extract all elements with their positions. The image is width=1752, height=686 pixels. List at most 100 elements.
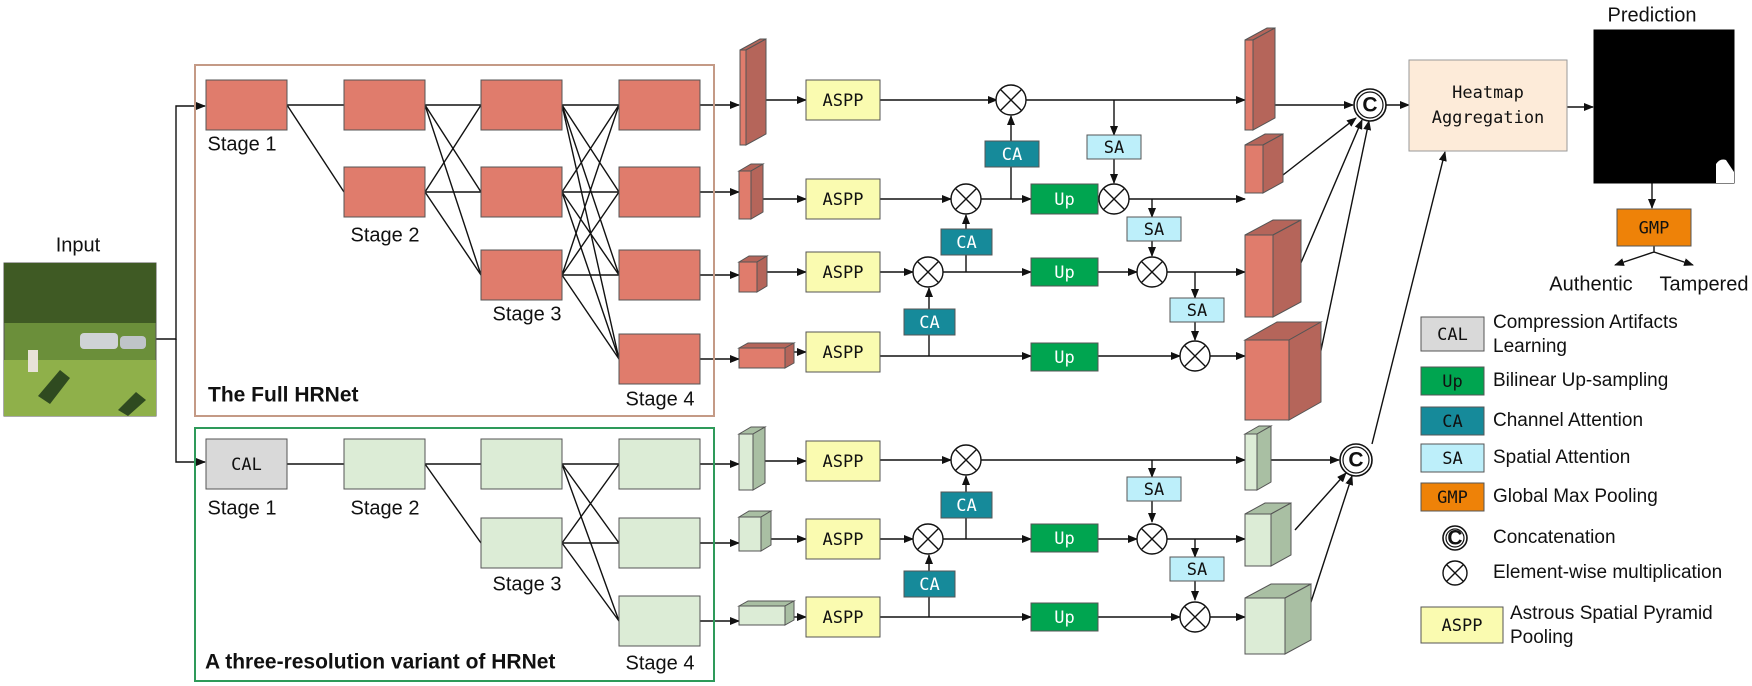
hrnet-block-s1-r1 <box>205 79 288 131</box>
input-image-foliage <box>4 263 156 323</box>
variant-output-2-front <box>1244 513 1272 567</box>
variant-aspp-2 <box>805 518 881 560</box>
var-sa-1-label: SA <box>1144 480 1164 500</box>
full-sa-3-label: SA <box>1187 301 1207 321</box>
variant-feature-1-front <box>738 433 754 491</box>
concat-label: C <box>1348 449 1363 472</box>
authentic-label: Authentic <box>1549 273 1632 295</box>
full-ca-3-label: CA <box>919 313 939 333</box>
var-ca-1-label: CA <box>956 496 976 516</box>
variant-block-s4-r1 <box>618 438 701 490</box>
var-sa-2 <box>1169 556 1225 582</box>
full-feature-4-side <box>784 342 795 369</box>
full-sa-1-label: SA <box>1104 138 1124 158</box>
top-link-1-2 <box>424 191 482 276</box>
full-stage3-label: Stage 3 <box>493 303 562 325</box>
legend-item-3-key: CA <box>1442 412 1462 432</box>
full-feature-1-side <box>745 38 767 146</box>
input-image-car <box>80 333 118 349</box>
variant-output-1-front <box>1244 433 1258 491</box>
variant-feature-1-side <box>752 426 766 491</box>
hrnet-block-s4-r3 <box>618 249 701 301</box>
full-aspp-4 <box>805 331 881 373</box>
multiply-cross <box>917 261 939 283</box>
legend-item-4-key: SA <box>1442 449 1462 469</box>
concat-inner <box>1445 528 1465 548</box>
full-feature-2-front <box>738 170 752 220</box>
hrnet-block-s4-r4 <box>618 333 701 385</box>
var-sa-1 <box>1126 476 1182 502</box>
var-link-0-1 <box>424 463 482 544</box>
var-ca-1 <box>940 491 993 519</box>
legend-item-2-key: Up <box>1442 372 1462 392</box>
var-up-2 <box>1030 602 1099 632</box>
variant-stage2-label: Stage 2 <box>351 497 420 519</box>
full-sa-3 <box>1169 297 1225 323</box>
prediction-mask-region <box>1716 159 1734 183</box>
full-stage1-label: Stage 1 <box>208 133 277 155</box>
top-link-2-3 <box>561 274 620 360</box>
legend-item-1-key: CAL <box>1437 325 1468 345</box>
full-feature-3-side <box>756 255 768 293</box>
multiply-cross <box>955 449 977 471</box>
full-up-1-label: Up <box>1054 190 1074 210</box>
full-feature-1-front <box>739 49 747 146</box>
full-sa-1 <box>1086 134 1142 160</box>
variant-block-s4-r2 <box>618 517 701 569</box>
var-out2-to-concat <box>1294 472 1347 531</box>
var-up-1 <box>1030 523 1099 553</box>
top-link-0-1 <box>286 104 345 193</box>
top-link-0-3 <box>561 104 620 360</box>
legend-item-5-swatch <box>1420 482 1485 512</box>
full-aspp-3 <box>805 251 881 293</box>
variant-concat <box>1339 443 1373 477</box>
input-image-figure <box>28 350 38 372</box>
var-out3-to-concat <box>1309 475 1354 606</box>
concat-inner <box>1342 446 1370 474</box>
variant-stage1-label: Stage 1 <box>208 497 277 519</box>
full-ca-2 <box>940 228 993 256</box>
variant-aspp-1 <box>805 440 881 482</box>
variant-block-s2-r1 <box>343 438 426 490</box>
full-output-2-front <box>1244 144 1264 194</box>
variant-feature-2-side <box>760 510 772 552</box>
multiply-cross <box>1103 188 1125 210</box>
full-output-1-side <box>1252 27 1276 131</box>
full-ca-2-label: CA <box>956 233 976 253</box>
full-hrnet-title: The Full HRNet <box>208 384 359 407</box>
cal-block-label: CAL <box>231 455 262 475</box>
cal-block <box>205 438 288 490</box>
concat-label: C <box>1447 527 1462 550</box>
multiply-cross <box>917 528 939 550</box>
variant-output-3-front <box>1244 597 1286 655</box>
multiply-cross <box>1000 89 1022 111</box>
full-out4-to-concat <box>1319 120 1372 356</box>
diagram-shapes <box>3 27 1735 682</box>
full-ca-1 <box>984 140 1040 168</box>
input-to-variant-line <box>175 339 206 466</box>
full-aspp-4-label: ASPP <box>823 343 864 363</box>
multiply-cross <box>1446 564 1464 582</box>
top-link-1-0 <box>561 104 620 193</box>
full-sa-2 <box>1126 216 1182 242</box>
variant-block-s3-r1 <box>480 438 563 490</box>
full-aspp-1 <box>805 79 881 121</box>
full-up-2 <box>1030 257 1099 287</box>
variant-output-1-side <box>1256 425 1272 491</box>
input-to-hrnet-line <box>156 102 206 340</box>
full-ca-3 <box>903 308 956 336</box>
full-output-3-front <box>1244 234 1274 318</box>
input-image-chair2 <box>118 392 146 416</box>
full-feature-3-front <box>738 261 758 293</box>
legend-item-5-text-1: Global Max Pooling <box>1493 486 1658 507</box>
legend-item-8-text-2: Pooling <box>1510 627 1573 648</box>
input-image-car2 <box>120 336 146 349</box>
gmp-to-tampered <box>1653 251 1694 266</box>
full-aspp-1-label: ASPP <box>823 91 864 111</box>
multiply-cross <box>1141 261 1163 283</box>
legend-item-1-text-1: Compression Artifacts <box>1493 312 1678 333</box>
legend-item-5-key: GMP <box>1437 488 1468 508</box>
legend-item-4-swatch <box>1420 443 1485 473</box>
variant-output-2-side <box>1270 502 1292 567</box>
